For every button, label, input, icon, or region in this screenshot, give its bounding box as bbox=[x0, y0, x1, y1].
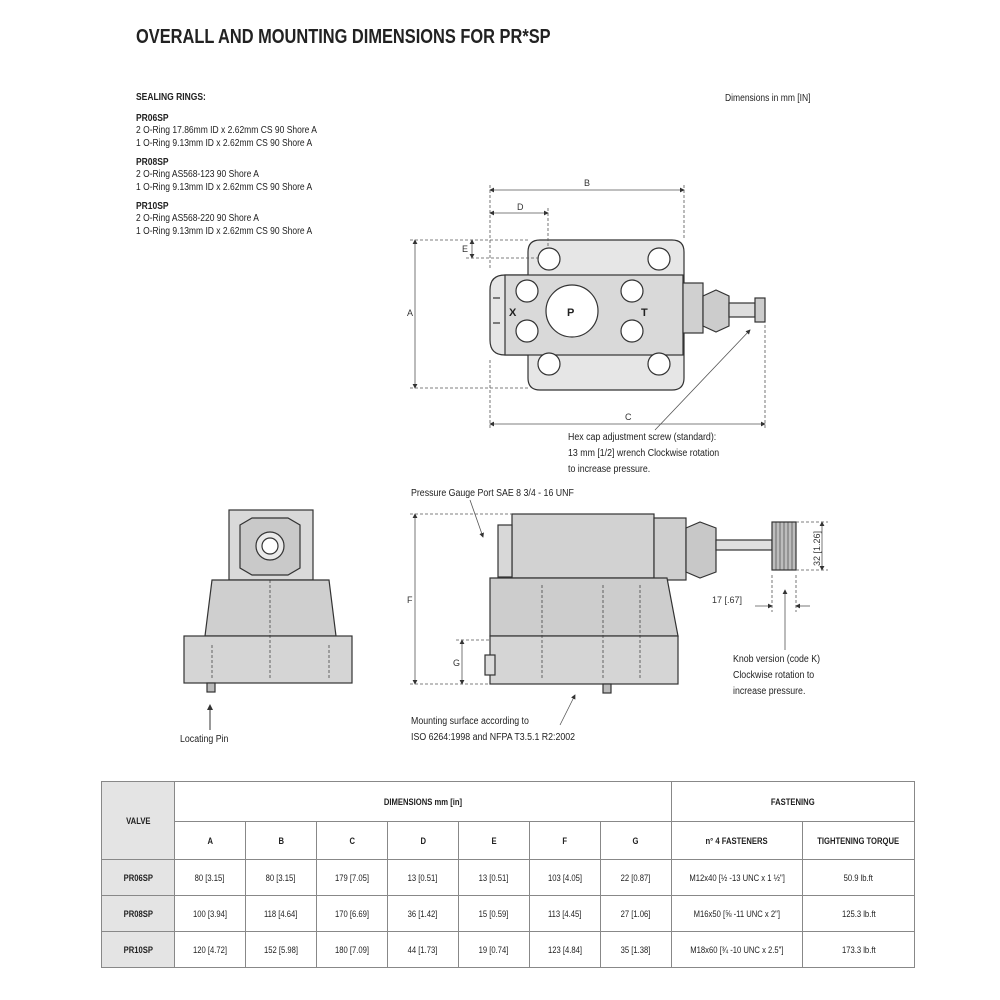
cell-c: 180 [7.09] bbox=[316, 931, 388, 968]
table-row: PR08SP 100 [3.94] 118 [4.64] 170 [6.69] … bbox=[101, 895, 915, 932]
sealing-line: 1 O-Ring 9.13mm ID x 2.62mm CS 90 Shore … bbox=[136, 226, 313, 237]
sealing-group-pr08sp: PR08SP 2 O-Ring AS568-123 90 Shore A 1 O… bbox=[136, 157, 349, 194]
row-valve: PR06SP bbox=[101, 859, 175, 896]
dim-g-label: G bbox=[453, 658, 460, 668]
cell-b: 118 [4.64] bbox=[245, 895, 317, 932]
top-view-dimensions bbox=[410, 185, 766, 431]
cell-b: 152 [5.98] bbox=[245, 931, 317, 968]
column-header-f: F bbox=[529, 821, 601, 860]
sealing-group-name: PR06SP bbox=[136, 113, 169, 124]
port-x-label: X bbox=[509, 307, 517, 319]
dimensions-table: VALVE DIMENSIONS mm [in] FASTENING A B C… bbox=[101, 781, 915, 968]
sealing-group-pr06sp: PR06SP 2 O-Ring 17.86mm ID x 2.62mm CS 9… bbox=[136, 113, 349, 150]
column-header-c: C bbox=[316, 821, 388, 860]
column-header-fasteners: n° 4 FASTENERS bbox=[671, 821, 803, 860]
cell-g: 35 [1.38] bbox=[600, 931, 672, 968]
column-header-g: G bbox=[600, 821, 672, 860]
cell-c: 179 [7.05] bbox=[316, 859, 388, 896]
row-valve: PR08SP bbox=[101, 895, 175, 932]
sealing-group-name: PR08SP bbox=[136, 157, 169, 168]
cell-f: 113 [4.45] bbox=[529, 895, 601, 932]
table-row: PR06SP 80 [3.15] 80 [3.15] 179 [7.05] 13… bbox=[101, 859, 915, 896]
cell-fasteners: M18x60 [¾ -10 UNC x 2.5"] bbox=[671, 931, 803, 968]
row-valve: PR10SP bbox=[101, 931, 175, 968]
port-p-label: P bbox=[567, 307, 574, 319]
cell-d: 13 [0.51] bbox=[387, 859, 459, 896]
cell-e: 19 [0.74] bbox=[458, 931, 530, 968]
knob-note-line: Clockwise rotation to bbox=[733, 670, 815, 681]
sealing-group-name: PR10SP bbox=[136, 201, 169, 212]
cell-b: 80 [3.15] bbox=[245, 859, 317, 896]
page-title: OVERALL AND MOUNTING DIMENSIONS FOR PR*S… bbox=[136, 26, 551, 48]
hex-cap-note-line: to increase pressure. bbox=[568, 464, 651, 475]
port-labels: X P T bbox=[509, 307, 648, 319]
cell-g: 27 [1.06] bbox=[600, 895, 672, 932]
dim-e-label: E bbox=[462, 244, 468, 254]
knob-note-line: increase pressure. bbox=[733, 686, 806, 697]
cell-g: 22 [0.87] bbox=[600, 859, 672, 896]
dim-b-label: B bbox=[584, 178, 590, 188]
sealing-rings-section: SEALING RINGS: PR06SP 2 O-Ring 17.86mm I… bbox=[136, 92, 349, 241]
left-side-view bbox=[183, 509, 353, 693]
cell-e: 15 [0.59] bbox=[458, 895, 530, 932]
valve-header: VALVE bbox=[101, 781, 175, 860]
gauge-port-note: Pressure Gauge Port SAE 8 3/4 - 16 UNF bbox=[411, 488, 574, 499]
cell-torque: 125.3 lb.ft bbox=[802, 895, 915, 932]
units-note: Dimensions in mm [IN] bbox=[725, 93, 811, 104]
front-view bbox=[484, 513, 797, 694]
cell-e: 13 [0.51] bbox=[458, 859, 530, 896]
cell-d: 36 [1.42] bbox=[387, 895, 459, 932]
column-header-a: A bbox=[174, 821, 246, 860]
table-row: PR10SP 120 [4.72] 152 [5.98] 180 [7.09] … bbox=[101, 931, 915, 968]
dim-c-label: C bbox=[625, 412, 632, 422]
port-t-label: T bbox=[641, 307, 648, 319]
cell-torque: 173.3 lb.ft bbox=[802, 931, 915, 968]
mounting-surface-note: Mounting surface according to ISO 6264:1… bbox=[411, 714, 575, 746]
mounting-note-line: ISO 6264:1998 and NFPA T3.5.1 R2:2002 bbox=[411, 732, 576, 743]
dim-d-label: D bbox=[517, 202, 524, 212]
mounting-note-line: Mounting surface according to bbox=[411, 716, 529, 727]
sealing-line: 1 O-Ring 9.13mm ID x 2.62mm CS 90 Shore … bbox=[136, 138, 313, 149]
sealing-line: 1 O-Ring 9.13mm ID x 2.62mm CS 90 Shore … bbox=[136, 182, 313, 193]
cell-fasteners: M16x50 [⅝ -11 UNC x 2"] bbox=[671, 895, 803, 932]
sealing-line: 2 O-Ring AS568-220 90 Shore A bbox=[136, 213, 259, 224]
sealing-line: 2 O-Ring AS568-123 90 Shore A bbox=[136, 169, 259, 180]
knob-note-line: Knob version (code K) bbox=[733, 654, 821, 665]
cell-c: 170 [6.69] bbox=[316, 895, 388, 932]
column-header-d: D bbox=[387, 821, 459, 860]
fastening-header: FASTENING bbox=[671, 781, 915, 822]
column-header-e: E bbox=[458, 821, 530, 860]
dim-a-label: A bbox=[407, 308, 413, 318]
sealing-line: 2 O-Ring 17.86mm ID x 2.62mm CS 90 Shore… bbox=[136, 125, 317, 136]
knob-version-note: Knob version (code K) Clockwise rotation… bbox=[733, 652, 820, 700]
column-header-torque: TIGHTENING TORQUE bbox=[802, 821, 915, 860]
cell-a: 120 [4.72] bbox=[174, 931, 246, 968]
technical-drawing: X P T B D A E C bbox=[183, 178, 828, 730]
column-header-b: B bbox=[245, 821, 317, 860]
sealing-rings-heading: SEALING RINGS: bbox=[136, 92, 206, 103]
cell-f: 123 [4.84] bbox=[529, 931, 601, 968]
top-view bbox=[489, 239, 766, 391]
hex-cap-note: Hex cap adjustment screw (standard): 13 … bbox=[568, 430, 719, 478]
dimensions-header: DIMENSIONS mm [in] bbox=[174, 781, 672, 822]
front-view-dimensions bbox=[410, 499, 828, 726]
hex-cap-note-line: 13 mm [1/2] wrench Clockwise rotation bbox=[568, 448, 720, 459]
knob-dim-vertical-label: 32 [1.26] bbox=[812, 531, 822, 566]
hex-cap-note-line: Hex cap adjustment screw (standard): bbox=[568, 432, 717, 443]
locating-pin-note: Locating Pin bbox=[180, 734, 229, 745]
cell-d: 44 [1.73] bbox=[387, 931, 459, 968]
cell-fasteners: M12x40 [½ -13 UNC x 1 ½"] bbox=[671, 859, 803, 896]
dim-f-label: F bbox=[407, 595, 413, 605]
cell-a: 80 [3.15] bbox=[174, 859, 246, 896]
cell-a: 100 [3.94] bbox=[174, 895, 246, 932]
cell-torque: 50.9 lb.ft bbox=[802, 859, 915, 896]
knob-dim-horizontal-label: 17 [.67] bbox=[712, 595, 742, 605]
cell-f: 103 [4.05] bbox=[529, 859, 601, 896]
sealing-group-pr10sp: PR10SP 2 O-Ring AS568-220 90 Shore A 1 O… bbox=[136, 201, 349, 238]
